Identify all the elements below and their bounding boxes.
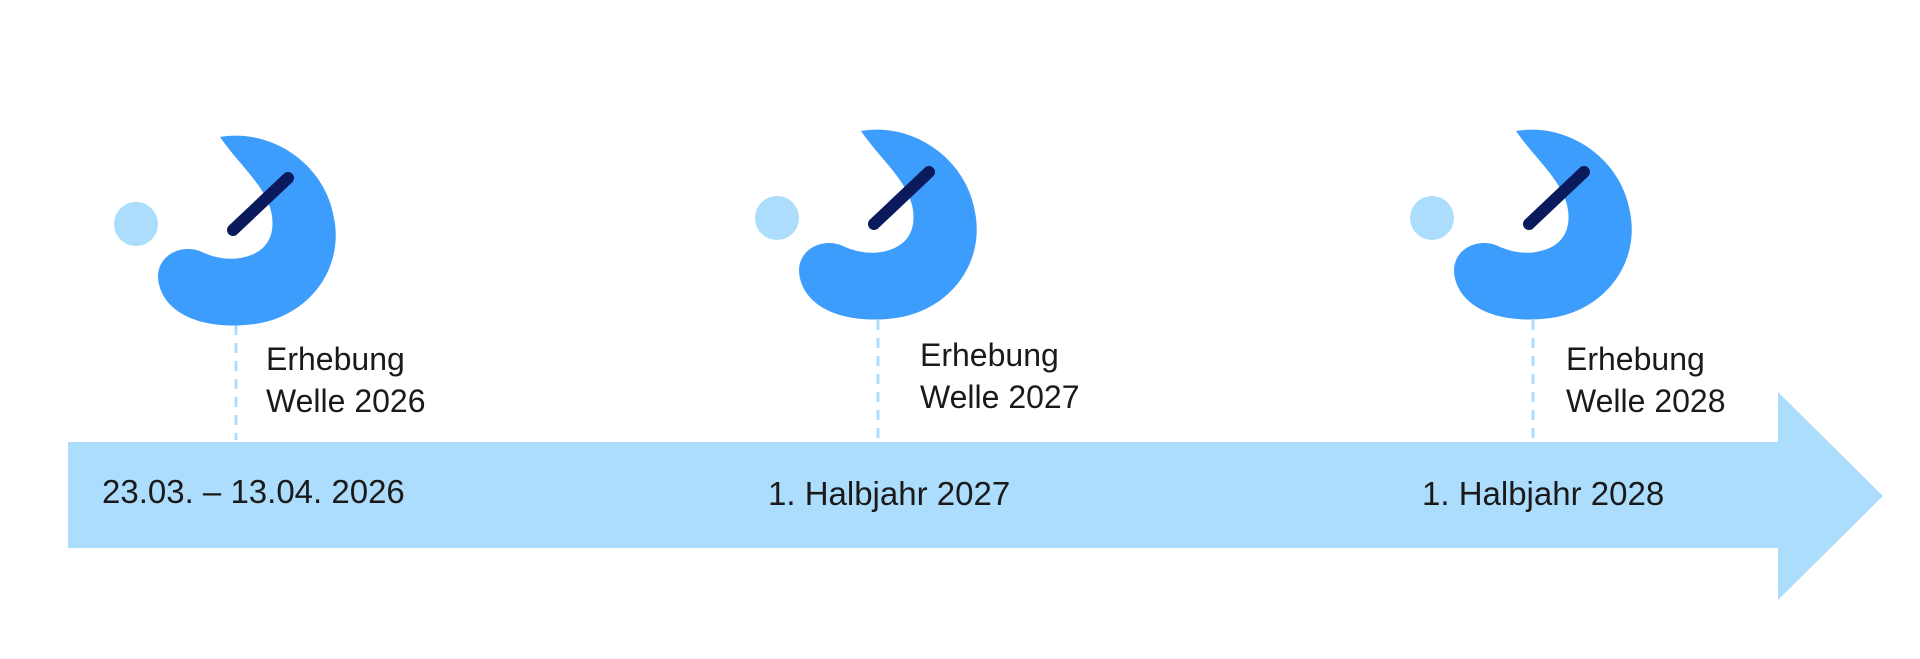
milestone-date: 23.03. – 13.04. 2026 (102, 473, 405, 510)
gauge-icon (114, 136, 336, 326)
milestone-title: Erhebung Welle 2026 (266, 338, 426, 422)
timeline-arrow (68, 392, 1883, 600)
gauge-icon (1410, 130, 1632, 320)
milestone-date: 1. Halbjahr 2027 (768, 475, 1011, 512)
gauge-icon (755, 130, 977, 320)
milestone-title-line1: Erhebung (266, 341, 405, 377)
milestone-title-line2: Welle 2026 (266, 383, 426, 419)
milestone-title-line1: Erhebung (1566, 341, 1705, 377)
milestone-title-line2: Welle 2028 (1566, 383, 1726, 419)
milestone-date: 1. Halbjahr 2028 (1422, 475, 1665, 512)
milestone-title: Erhebung Welle 2028 (1566, 338, 1726, 422)
milestone-title: Erhebung Welle 2027 (920, 334, 1080, 418)
milestone-title-line1: Erhebung (920, 337, 1059, 373)
milestone-title-line2: Welle 2027 (920, 379, 1080, 415)
